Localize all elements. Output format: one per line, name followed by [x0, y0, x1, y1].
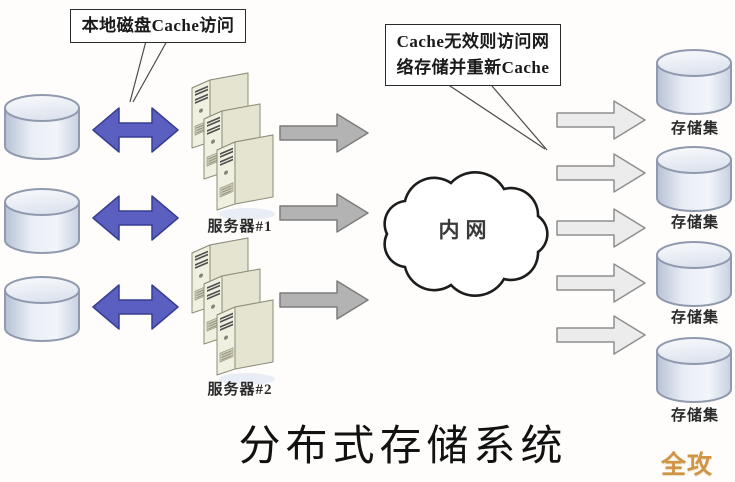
callout-cache-refresh-line1: Cache无效则访问网 [396, 32, 550, 51]
disk-server-double-arrow [92, 107, 179, 153]
callout-local-cache: 本地磁盘Cache访问 [70, 9, 246, 43]
storage-set-icon [656, 241, 732, 307]
disk-server-double-arrow [92, 284, 179, 330]
network-storage-arrow [556, 153, 646, 193]
network-storage-arrow [556, 263, 646, 303]
watermark-text: 全攻略 [661, 451, 714, 479]
callout-local-cache-text: 本地磁盘Cache访问 [81, 16, 235, 35]
server-network-arrow [279, 113, 369, 153]
server-group-1-label: 服务器#1 [207, 219, 273, 235]
client-disk-icon [4, 188, 80, 254]
client-disk-icon [4, 276, 80, 342]
server-group-2-label: 服务器#2 [207, 382, 273, 398]
storage-set-icon [656, 49, 732, 115]
server-network-arrow [279, 193, 369, 233]
callout-cache-refresh-line2: 络存储并重新Cache [396, 58, 550, 77]
callout-cache-refresh: Cache无效则访问网 络存储并重新Cache [385, 24, 561, 86]
storage-set-icon [656, 337, 732, 403]
server-stack-2-icon [191, 237, 275, 385]
storage-set-label: 存储集 [670, 310, 719, 326]
cloud-label: 内网 [438, 218, 493, 242]
storage-set-label: 存储集 [670, 215, 719, 231]
network-storage-arrow [556, 208, 646, 248]
storage-set-icon [656, 146, 732, 212]
network-storage-arrow [556, 100, 646, 140]
client-disk-icon [4, 94, 80, 160]
callout-tails [129, 40, 548, 151]
diagram-title: 分布式存储系统 [238, 424, 568, 470]
network-storage-arrow [556, 315, 646, 355]
disk-server-double-arrow [92, 195, 179, 241]
storage-set-label: 存储集 [670, 408, 719, 424]
server-network-arrow [279, 280, 369, 320]
server-stack-1-icon [191, 72, 275, 220]
network-cloud [383, 171, 549, 297]
storage-set-label: 存储集 [670, 121, 719, 137]
